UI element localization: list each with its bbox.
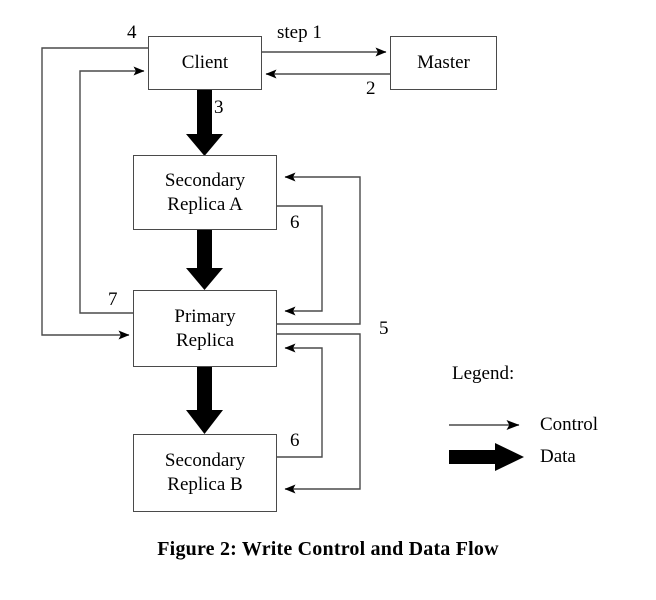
node-master-label: Master xyxy=(417,52,470,74)
node-primary-replica-label-line2: Replica xyxy=(175,329,235,351)
edge-label-7: 7 xyxy=(108,289,118,310)
edge-7-primary-to-client xyxy=(79,66,145,314)
legend-title: Legend: xyxy=(452,363,515,384)
edge-label-step1: step 1 xyxy=(277,22,322,43)
edge-5-primary-to-secondary-b xyxy=(277,333,361,494)
node-secondary-replica-b-label-line1: Secondary xyxy=(164,450,246,472)
edge-6a-secondary-a-to-primary xyxy=(277,205,323,316)
data-edge-3-client-to-secondary-a xyxy=(186,90,223,156)
edge-label-3: 3 xyxy=(214,97,224,118)
node-secondary-replica-a-label-line1: Secondary xyxy=(164,169,246,191)
edge-6b-secondary-b-to-primary xyxy=(277,343,323,458)
edge-5-primary-to-secondary-a xyxy=(277,172,361,325)
legend-data-arrow-icon xyxy=(449,443,524,471)
node-primary-replica[interactable]: Primary Replica xyxy=(133,290,277,367)
node-primary-replica-label-line1: Primary xyxy=(174,305,236,327)
edge-label-5: 5 xyxy=(379,318,389,339)
figure-caption: Figure 2: Write Control and Data Flow xyxy=(157,538,499,560)
edge-label-6-secondary-b: 6 xyxy=(290,430,300,451)
node-secondary-replica-a-label-line2: Replica A xyxy=(167,193,243,215)
legend-data-label: Data xyxy=(540,446,576,467)
data-edge-secondary-a-to-primary xyxy=(186,230,223,290)
node-secondary-replica-b[interactable]: Secondary Replica B xyxy=(133,434,277,512)
node-client-label: Client xyxy=(181,52,229,74)
node-secondary-replica-a[interactable]: Secondary Replica A xyxy=(133,155,277,230)
node-secondary-replica-b-label-line2: Replica B xyxy=(167,474,243,495)
node-client[interactable]: Client xyxy=(148,36,262,90)
node-master[interactable]: Master xyxy=(390,36,497,90)
legend-control-label: Control xyxy=(540,414,599,435)
data-edge-primary-to-secondary-b xyxy=(186,367,223,434)
edge-label-2: 2 xyxy=(366,78,376,99)
edge-label-4: 4 xyxy=(127,22,137,43)
edge-label-6-secondary-a: 6 xyxy=(290,212,300,233)
edge-4-client-to-primary xyxy=(41,47,148,340)
